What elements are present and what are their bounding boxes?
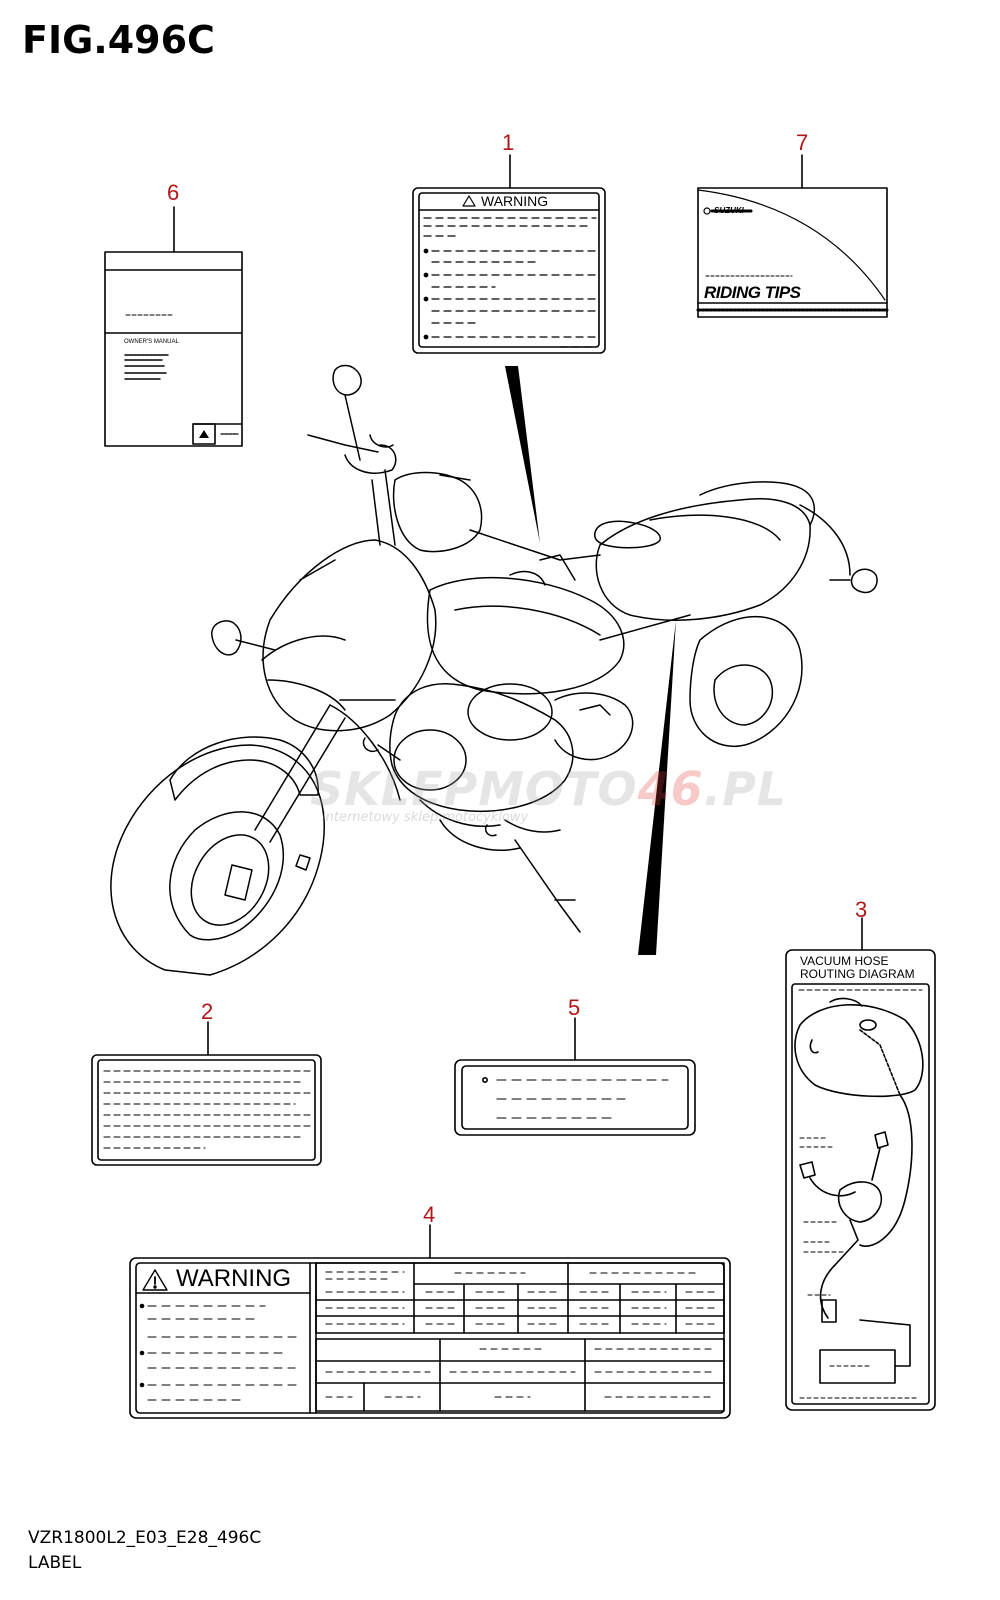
callout-6: 6 <box>167 180 180 205</box>
callout-5: 5 <box>568 995 581 1020</box>
footer-code: VZR1800L2_E03_E28_496C <box>28 1528 262 1548</box>
leader-label-1 <box>505 366 540 543</box>
riding-tips-text: RIDING TIPS <box>704 283 801 302</box>
label-5 <box>454 1017 696 1136</box>
warning-text-large: WARNING <box>176 1265 292 1292</box>
callout-3: 3 <box>855 897 868 922</box>
watermark-logo: SKLEPMOTO46.PL <box>310 762 788 816</box>
callout-1: 1 <box>502 130 515 155</box>
owners-manual-text: OWNER'S MANUAL <box>124 339 179 345</box>
warning-text-small: WARNING <box>481 193 549 209</box>
callout-4: 4 <box>423 1202 436 1227</box>
warning-label-large <box>129 1224 731 1419</box>
riding-tips-label <box>696 154 889 318</box>
leader-label-5 <box>638 620 676 955</box>
callout-2: 2 <box>201 999 214 1024</box>
callout-7: 7 <box>796 130 809 155</box>
label-2 <box>91 1021 322 1166</box>
suzuki-logo: SUZUKI <box>714 206 744 215</box>
vacuum-hose-title-2: ROUTING DIAGRAM <box>800 967 915 981</box>
owners-manual-label <box>104 206 243 447</box>
watermark-subtitle: internetowy sklep motocyklowy <box>322 810 529 825</box>
motorcycle-drawing <box>110 364 878 976</box>
figure-title: FIG.496C <box>22 18 215 62</box>
footer-name: LABEL <box>28 1553 82 1573</box>
warning-label-small <box>412 154 606 354</box>
vacuum-hose-label <box>785 917 936 1411</box>
vacuum-hose-title-1: VACUUM HOSE <box>800 954 889 968</box>
